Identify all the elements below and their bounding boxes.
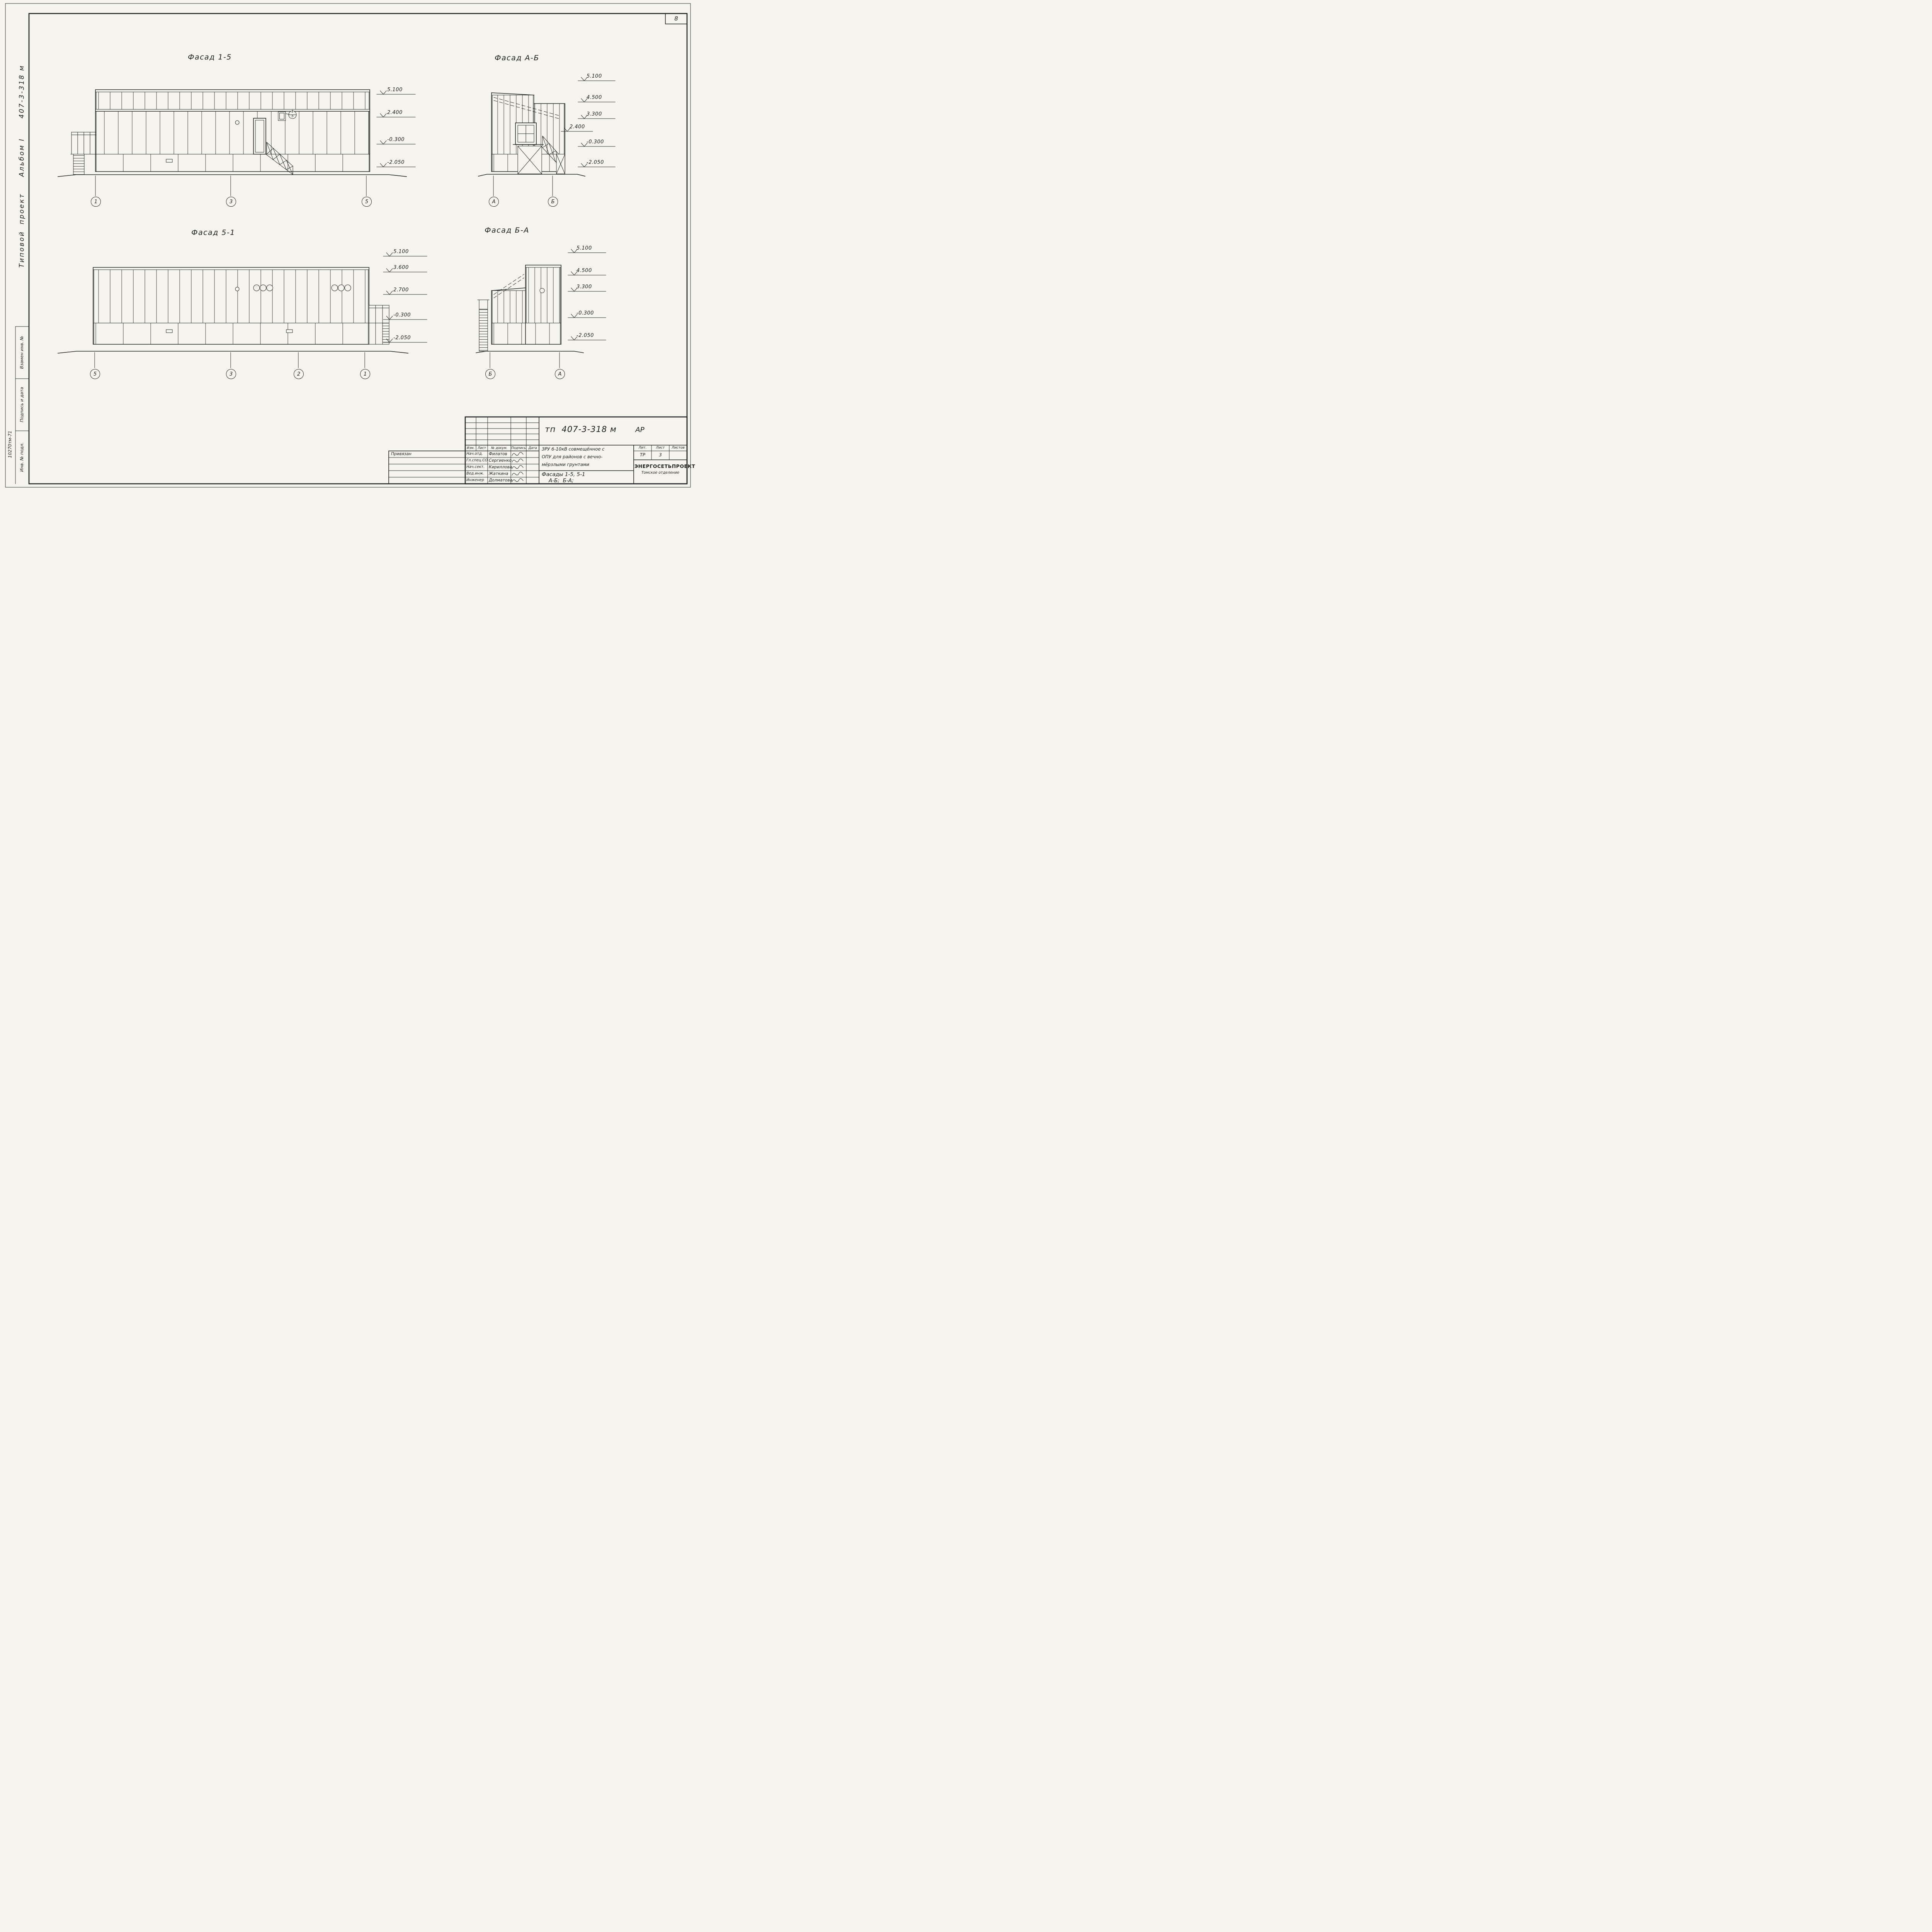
facade-a-b-title: Фасад А-Б bbox=[495, 54, 539, 62]
elevation-label: 3.300 bbox=[587, 111, 602, 117]
stage-label: Лит. bbox=[638, 446, 647, 450]
facade-5-1-title: Фасад 5-1 bbox=[191, 228, 235, 237]
elevation-label: 2.400 bbox=[387, 110, 403, 116]
elevation-label: 3.600 bbox=[393, 265, 409, 270]
elevation-label: 5.100 bbox=[387, 87, 403, 93]
signer-name: Филатов bbox=[489, 452, 507, 456]
signer-role: Нач.сект. bbox=[466, 465, 485, 469]
project-description-line: мёрзлыми грунтами bbox=[542, 462, 589, 467]
elevation-label: -0.300 bbox=[393, 312, 411, 318]
elevation-label: 5.100 bbox=[393, 249, 409, 255]
archive-number: 10270тм-71 bbox=[7, 430, 13, 458]
elevation-label: 2.700 bbox=[393, 287, 409, 293]
side-project-label: Типовой проект Альбом I 407-3-318 м bbox=[18, 65, 26, 268]
axis-bubble: А bbox=[489, 197, 499, 207]
signer-name: Сергиенко bbox=[489, 458, 512, 463]
rev-col-izm: Изм. bbox=[467, 446, 474, 450]
axis-bubble: Б bbox=[548, 197, 558, 207]
sheet-value: 3 bbox=[659, 452, 662, 457]
stamp-label-podpis: Подпись и дата bbox=[19, 387, 24, 422]
facade-a-b-drawing bbox=[478, 77, 616, 196]
callout-sheet-number: 5 bbox=[291, 114, 294, 118]
signatures bbox=[512, 452, 524, 482]
axis-bubble: 2 bbox=[294, 369, 304, 379]
signer-name: Кириллова bbox=[489, 465, 512, 469]
sheets-label: Листов bbox=[672, 446, 685, 450]
sheet-title-line: А-Б; Б-А; bbox=[549, 478, 574, 484]
axis-bubble: 3 bbox=[226, 197, 236, 207]
elevation-label: 5.100 bbox=[587, 73, 602, 79]
corner-sheet-number: 8 bbox=[674, 15, 678, 22]
elevation-label: 4.500 bbox=[587, 95, 602, 100]
drawing-linework bbox=[5, 3, 691, 488]
stamp-label-vzamen: Взамен инв. № bbox=[19, 336, 24, 369]
project-description-line: ЗРУ 6-10кВ совмещённое с bbox=[542, 446, 605, 452]
doc-number: тп 407-3-318 м bbox=[545, 425, 617, 434]
elevation-label: -0.300 bbox=[577, 310, 594, 316]
stage-value: ТР bbox=[640, 452, 645, 457]
title-block-lines bbox=[388, 416, 688, 485]
facade-1-5-drawing bbox=[58, 89, 416, 196]
project-description-line: ОПУ для районов с вечно- bbox=[542, 454, 603, 459]
elevation-label: -0.300 bbox=[587, 139, 604, 145]
doc-type: АР bbox=[635, 426, 645, 434]
axis-bubble: 1 bbox=[91, 197, 101, 207]
axis-bubble: А bbox=[555, 369, 565, 379]
axis-bubble: Б bbox=[485, 369, 495, 379]
org-branch: Томское отделение bbox=[641, 471, 680, 475]
signer-name: Долматова bbox=[489, 478, 512, 483]
facade-1-5-title: Фасад 1-5 bbox=[188, 53, 232, 61]
elevation-label: -2.050 bbox=[577, 333, 594, 338]
elevation-label: -0.300 bbox=[387, 137, 405, 143]
signer-role: Гл.спец.СО bbox=[466, 458, 488, 463]
sheet-label: Лист bbox=[656, 446, 665, 450]
axis-bubble: 5 bbox=[362, 197, 372, 207]
org-name: ЭНЕРГОСЕТЬПРОЕКТ bbox=[634, 463, 696, 469]
elevation-label: 5.100 bbox=[577, 245, 592, 251]
axis-bubble: 5 bbox=[90, 369, 100, 379]
signer-role: Нач.отд. bbox=[466, 452, 483, 456]
signer-name: Жаткина bbox=[489, 471, 509, 476]
drawing-sheet: 8 Типовой проект Альбом I 407-3-318 м Вз… bbox=[0, 0, 696, 491]
facade-b-a-drawing bbox=[476, 249, 606, 368]
elevation-label: 2.400 bbox=[570, 124, 585, 130]
attached-label: Привязан bbox=[391, 452, 412, 456]
facade-b-a-title: Фасад Б-А bbox=[485, 226, 529, 235]
signer-role: Вед.инж. bbox=[466, 471, 484, 476]
signer-role: Инженер bbox=[466, 478, 484, 482]
elevation-label: 4.500 bbox=[577, 268, 592, 274]
rev-col-dokum: № докум. bbox=[491, 446, 507, 450]
elevation-label: -2.050 bbox=[387, 160, 405, 165]
sheet-frame bbox=[5, 3, 691, 488]
callout-detail-number: 1 bbox=[291, 110, 294, 114]
sheet-title-line: Фасады 1-5, 5-1 bbox=[542, 471, 585, 478]
elevation-label: -2.050 bbox=[393, 335, 411, 341]
stamp-label-inv: Инв. № подл. bbox=[19, 442, 24, 472]
rev-col-list: Лист bbox=[478, 446, 486, 450]
axis-bubble: 1 bbox=[360, 369, 370, 379]
elevation-label: 3.300 bbox=[577, 284, 592, 290]
axis-bubble: 3 bbox=[226, 369, 236, 379]
rev-col-podpis: Подпись bbox=[511, 446, 526, 450]
elevation-label: -2.050 bbox=[587, 160, 604, 165]
facade-5-1-drawing bbox=[58, 252, 427, 368]
rev-col-data: Дата bbox=[528, 446, 537, 450]
